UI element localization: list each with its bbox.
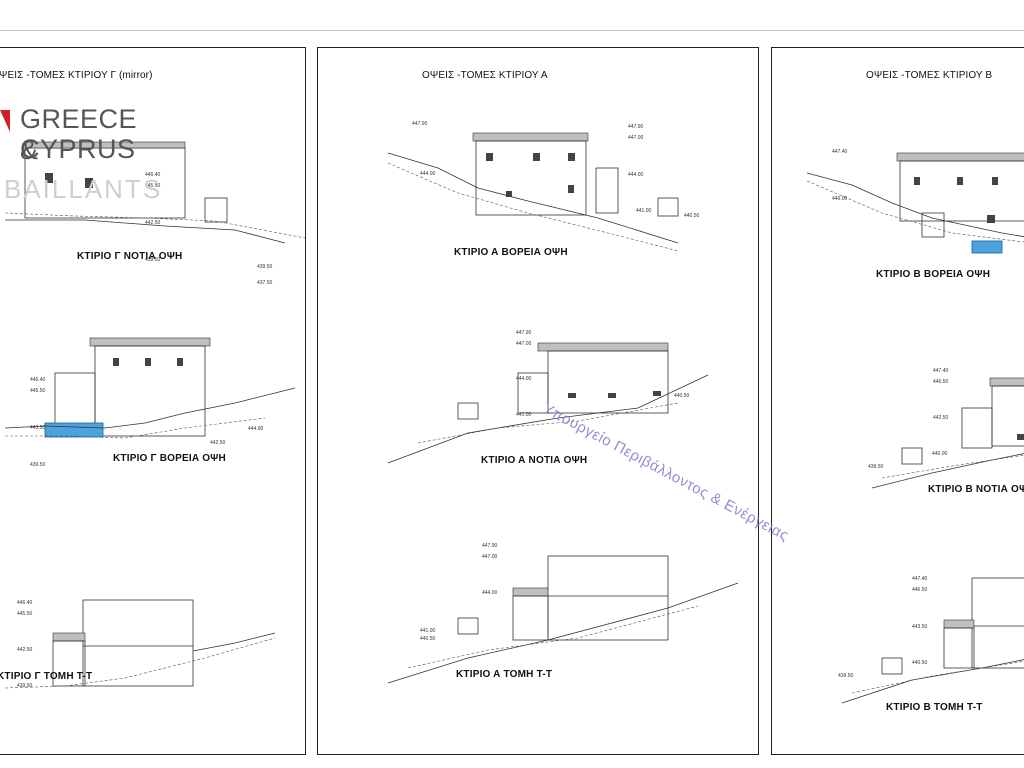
elevation-label: 447.90 — [412, 121, 428, 127]
elevation-label: 444.00 — [420, 171, 436, 177]
elevation-label: 439.50 — [145, 257, 161, 263]
elevation-label: 440.50 — [420, 636, 436, 642]
brand-logo-line1: GREECE & — [20, 104, 138, 165]
elevation-label: 442.50 — [210, 440, 226, 446]
elevation-label: 444.00 — [482, 590, 498, 596]
elevation-label: 446.00 — [832, 196, 848, 202]
elevation-label: 446.40 — [145, 172, 161, 178]
elevation-label: 445.50 — [17, 611, 33, 617]
section-drawing — [841, 577, 1024, 704]
elevation-label: 446.40 — [17, 600, 33, 606]
sheet-building-b: ΟΨΕΙΣ -ΤΟΜΕΣ ΚΤΙΡΙΟΥ Β 447.40 446.00 ΚΤΙ… — [771, 47, 1024, 755]
elevation-label: 444.00 — [516, 376, 532, 382]
elevation-label: 446.50 — [912, 587, 928, 593]
elevation-label: 447.40 — [832, 149, 848, 155]
elevation-label: 446.50 — [933, 379, 949, 385]
elevation-label: 439.50 — [838, 673, 854, 679]
elevation-label: 447.00 — [628, 135, 644, 141]
drawing-caption: ΚΤΙΡΙΟ Β ΤΟΜΗ Τ-Τ — [886, 702, 983, 713]
drawing-caption: ΚΤΙΡΙΟ Γ ΝΟΤΙΑ ΟΨΗ — [77, 251, 183, 262]
elevation-label: 447.90 — [516, 330, 532, 336]
elevation-drawing-south — [387, 342, 709, 464]
drawing-caption: ΚΤΙΡΙΟ Α ΝΟΤΙΑ ΟΨΗ — [481, 455, 588, 466]
elevation-drawing-north — [4, 337, 296, 439]
brand-logo: GREECE & CYPRUS BAILLANTS — [0, 104, 160, 204]
drawing-caption: ΚΤΙΡΙΟ Β ΝΟΤΙΑ ΟΨΗ — [928, 484, 1024, 495]
elevation-drawing-north — [806, 152, 1024, 254]
elevation-label: 443.50 — [30, 425, 46, 431]
elevation-label: 442.50 — [145, 220, 161, 226]
elevation-drawing-north — [387, 132, 679, 252]
sheet-title: ΨΕΙΣ -ΤΟΜΕΣ ΚΤΙΡΙΟΥ Γ (mirror) — [0, 70, 153, 81]
elevation-label: 441.00 — [636, 208, 652, 214]
section-drawing — [4, 599, 276, 689]
brand-logo-line2: CYPRUS — [20, 134, 136, 164]
elevation-label: 441.00 — [420, 628, 436, 634]
elevation-label: 442.50 — [17, 647, 33, 653]
drawing-caption: ΚΤΙΡΙΟ Α ΒΟΡΕΙΑ ΟΨΗ — [454, 247, 568, 258]
brand-logo-mark-icon — [0, 110, 10, 132]
elevation-label: 440.50 — [684, 213, 700, 219]
section-drawing — [387, 555, 739, 684]
elevation-label: 439.50 — [868, 464, 884, 470]
elevation-label: 447.90 — [482, 543, 498, 549]
elevation-label: 446.40 — [30, 377, 46, 383]
sheet-title: ΟΨΕΙΣ -ΤΟΜΕΣ ΚΤΙΡΙΟΥ Β — [866, 70, 993, 81]
elevation-label: 447.40 — [933, 368, 949, 374]
elevation-label: 447.00 — [516, 341, 532, 347]
brand-logo-line3: BAILLANTS — [4, 174, 163, 204]
top-divider — [0, 30, 1024, 31]
elevation-label: 444.90 — [248, 426, 264, 432]
elevation-label: 437.50 — [257, 280, 273, 286]
elevation-label: 440.00 — [932, 451, 948, 457]
sheet-title: ΟΨΕΙΣ -ΤΟΜΕΣ ΚΤΙΡΙΟΥ Α — [422, 70, 548, 81]
elevation-label: 445.50 — [145, 183, 161, 189]
elevation-label: 439.50 — [17, 683, 33, 689]
elevation-label: 445.50 — [30, 388, 46, 394]
elevation-label: 441.00 — [516, 412, 532, 418]
sheet-building-g: ΨΕΙΣ -ΤΟΜΕΣ ΚΤΙΡΙΟΥ Γ (mirror) 446.40 44… — [0, 47, 306, 755]
elevation-label: 439.50 — [30, 462, 46, 468]
elevation-label: 447.40 — [912, 576, 928, 582]
elevation-label: 443.50 — [912, 624, 928, 630]
elevation-label: 439.50 — [257, 264, 273, 270]
elevation-drawing-south — [871, 377, 1024, 489]
drawing-caption: ΚΤΙΡΙΟ Β ΒΟΡΕΙΑ ΟΨΗ — [876, 269, 991, 280]
sheet-building-a: ΟΨΕΙΣ -ΤΟΜΕΣ ΚΤΙΡΙΟΥ Α 447.90 444.00 447… — [317, 47, 759, 755]
drawing-caption: ΚΤΙΡΙΟ Α ΤΟΜΗ Τ-Τ — [456, 669, 553, 680]
elevation-label: 440.50 — [912, 660, 928, 666]
drawing-caption: ΚΤΙΡΙΟ Γ ΒΟΡΕΙΑ ΟΨΗ — [113, 453, 226, 464]
elevation-label: 442.50 — [933, 415, 949, 421]
elevation-label: 447.00 — [482, 554, 498, 560]
elevation-label: 440.50 — [674, 393, 690, 399]
elevation-label: 444.00 — [628, 172, 644, 178]
drawing-caption: ΚΤΙΡΙΟ Γ ΤΟΜΗ Τ-Τ — [0, 671, 93, 682]
elevation-label: 447.90 — [628, 124, 644, 130]
elevation-drawing-south — [4, 141, 305, 244]
